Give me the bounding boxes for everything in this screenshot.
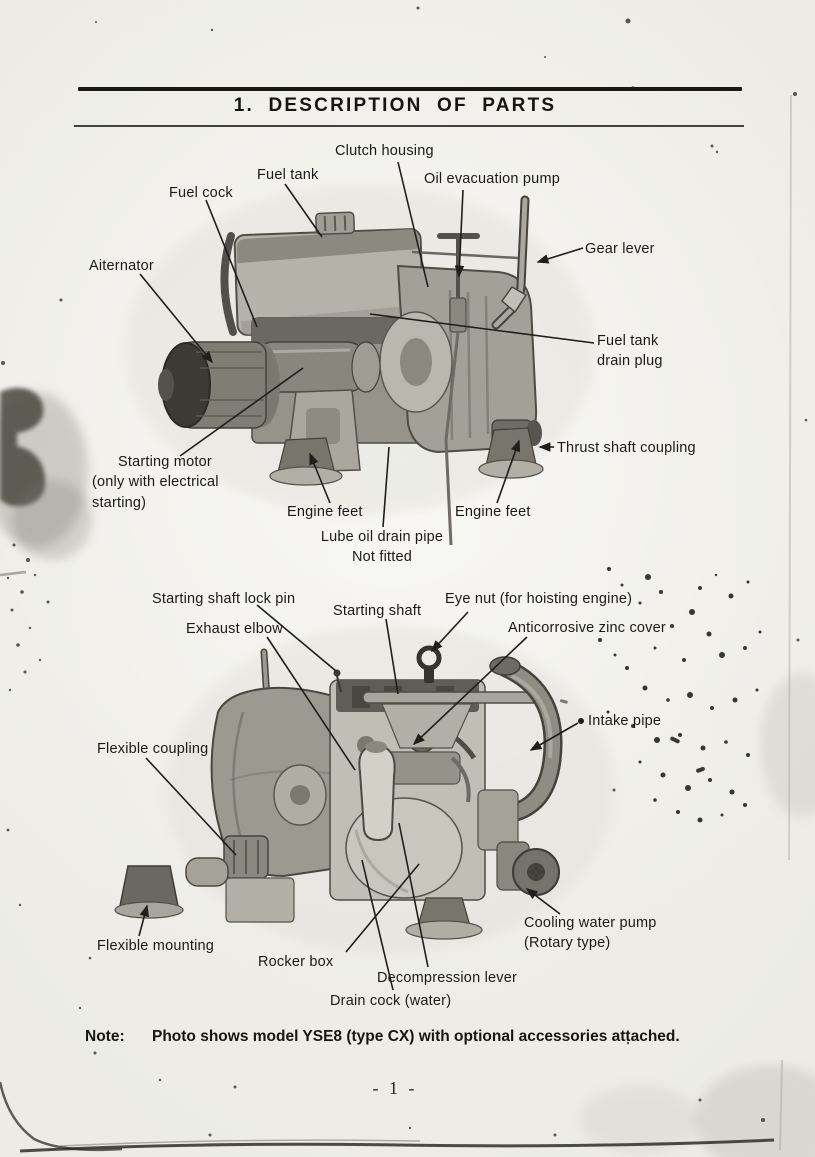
label-fuel-cock: Fuel cock — [169, 185, 233, 201]
label-anticorrosive-zinc-cover: Anticorrosive zinc cover — [508, 620, 666, 636]
bottom-engine-photo — [114, 625, 615, 955]
top-engine-photo — [125, 185, 595, 546]
label-cooling-water-pump: Cooling water pump (Rotary type) — [524, 915, 657, 952]
label-clutch-housing: Clutch housing — [335, 143, 434, 159]
label-decompression-lever: Decompression lever — [377, 970, 517, 986]
label-starting-shaft-lock-pin: Starting shaft lock pin — [152, 591, 296, 607]
title-rule-top — [78, 87, 742, 91]
label-flexible-coupling: Flexible coupling — [97, 741, 209, 757]
note-text: Photo shows model YSE8 (type CX) with op… — [152, 1028, 680, 1045]
scan-artifacts — [0, 6, 815, 1157]
label-thrust-shaft-coupling: Thrust shaft coupling — [557, 440, 696, 456]
label-lube-oil-drain-pipe: Lube oil drain pipe Not fitted — [320, 529, 444, 566]
label-gear-lever: Gear lever — [585, 241, 655, 257]
page-title: 1. DESCRIPTION OF PARTS — [233, 95, 557, 116]
leader-lines — [138, 161, 595, 991]
label-flexible-mounting: Flexible mounting — [97, 938, 215, 954]
label-fuel-tank-drain-plug: Fuel tank drain plug — [597, 333, 663, 370]
label-fuel-tank: Fuel tank — [257, 167, 319, 183]
label-drain-cock: Drain cock (water) — [330, 993, 452, 1009]
label-starting-shaft: Starting shaft — [333, 603, 422, 619]
page-number: - 1 - — [372, 1078, 418, 1098]
label-starting-motor: Starting motor (only with electrical sta… — [92, 454, 219, 511]
label-engine-feet-left: Engine feet — [287, 504, 363, 520]
title-rule-bottom — [74, 125, 744, 127]
label-oil-evacuation-pump: Oil evacuation pump — [424, 171, 560, 187]
label-eye-nut: Eye nut (for hoisting engine) — [445, 591, 633, 607]
note-label: Note: — [85, 1028, 125, 1045]
label-exhaust-elbow: Exhaust elbow — [186, 621, 283, 637]
label-engine-feet-right: Engine feet — [455, 504, 531, 520]
label-alternator: Aiternator — [89, 258, 154, 274]
label-rocker-box: Rocker box — [258, 954, 334, 970]
label-intake-pipe: Intake pipe — [588, 713, 662, 729]
note-line: Note: Photo shows model YSE8 (type CX) w… — [85, 1028, 765, 1046]
